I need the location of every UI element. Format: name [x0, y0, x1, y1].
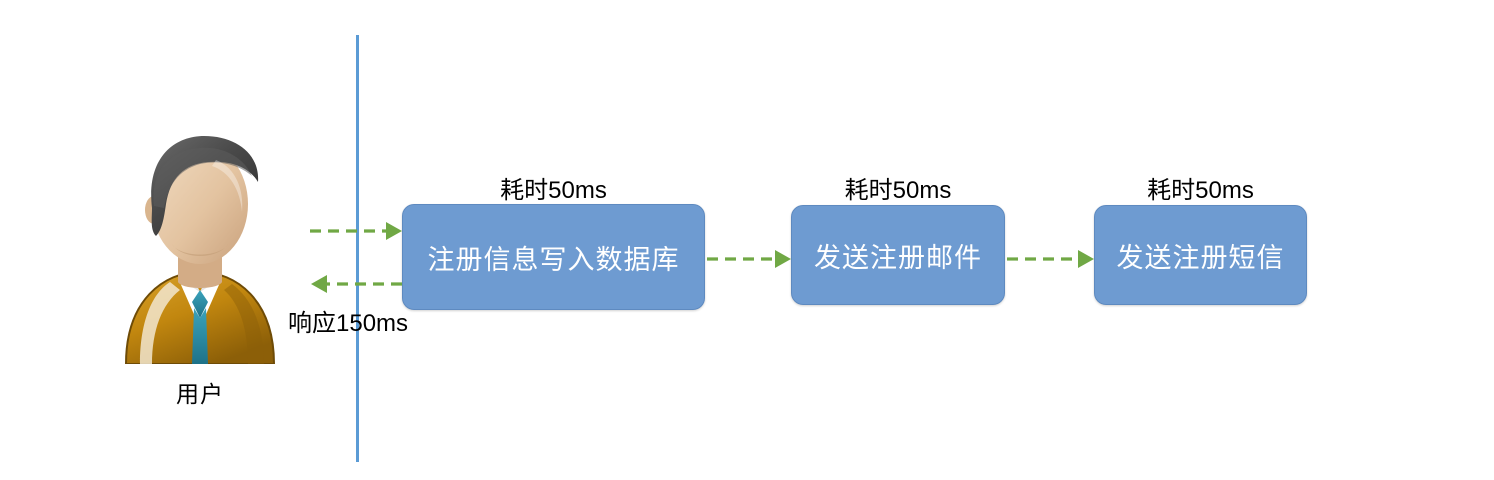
process-box-send-sms-label: 发送注册短信 [1116, 242, 1285, 273]
step-1-cost-label: 耗时50ms [500, 177, 607, 204]
step-3-cost-label: 耗时50ms [1147, 177, 1254, 204]
process-box-send-sms[interactable]: 发送注册短信 [1094, 205, 1307, 305]
process-box-write-db-label: 注册信息写入数据库 [427, 244, 680, 275]
sequence-arrow-1 [707, 250, 791, 268]
process-box-write-db[interactable]: 注册信息写入数据库 [402, 204, 705, 310]
sequence-arrow-2 [1007, 250, 1094, 268]
process-box-send-email[interactable]: 发送注册邮件 [791, 205, 1005, 305]
actor-label: 用户 [176, 381, 224, 407]
user-avatar-icon [112, 132, 288, 364]
system-boundary-line [356, 35, 359, 462]
process-box-send-email-label: 发送注册邮件 [814, 242, 982, 273]
response-time-label: 响应150ms [288, 310, 409, 337]
step-2-cost-label: 耗时50ms [844, 177, 952, 204]
